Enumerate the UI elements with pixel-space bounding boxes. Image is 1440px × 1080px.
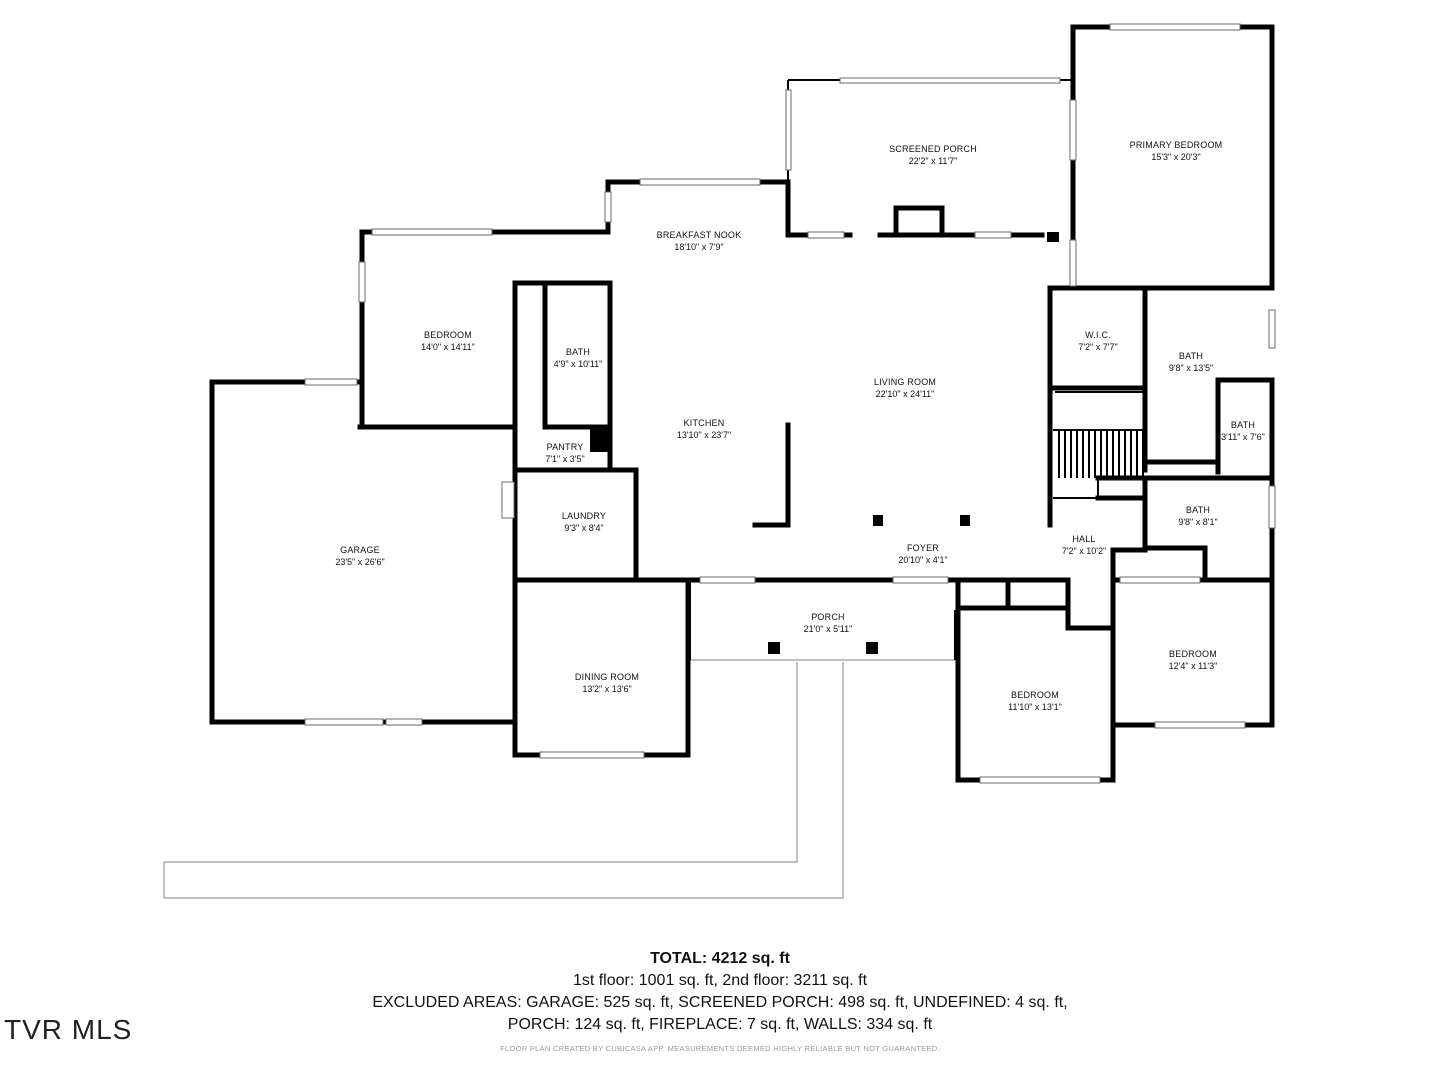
screened-porch-walls	[787, 79, 1073, 182]
bath-hall-dim: 9'8" x 8'1"	[1178, 517, 1217, 527]
foyer-name: FOYER	[907, 543, 939, 553]
bedroom-center-name: BEDROOM	[1011, 690, 1059, 700]
foyer-column-left	[873, 515, 883, 526]
bath-small-dim: 3'11" x 7'6"	[1221, 432, 1265, 442]
breakfast-nook-dim: 18'10" x 7'9"	[674, 242, 723, 252]
screened-porch-dim: 22'2" x 11'7"	[909, 156, 958, 166]
stairs	[1053, 391, 1145, 499]
bath-left-dim: 4'9" x 10'11"	[554, 359, 603, 369]
pantry-name: PANTRY	[547, 442, 584, 452]
excluded-areas-line-1: EXCLUDED AREAS: GARAGE: 525 sq. ft, SCRE…	[372, 994, 1068, 1011]
wic-name: W.I.C.	[1085, 330, 1111, 340]
bedroom-right-name: BEDROOM	[1169, 649, 1217, 659]
windows	[304, 23, 1276, 784]
living-room-dim: 22'10" x 24'11"	[876, 389, 935, 399]
bath-primary-dim: 9'8" x 13'5"	[1169, 363, 1213, 373]
hall-dim: 7'2" x 10'2"	[1062, 546, 1106, 556]
foyer-column-right	[960, 515, 970, 526]
laundry-name: LAUNDRY	[562, 511, 606, 521]
bath-primary-name: BATH	[1179, 351, 1203, 361]
wic-bath-walls	[1047, 285, 1275, 728]
living-room-name: LIVING ROOM	[874, 377, 936, 387]
bedroom-right-dim: 12'4" x 11'3"	[1169, 661, 1218, 671]
total-area: TOTAL: 4212 sq. ft	[650, 950, 790, 967]
driveway-outline	[163, 662, 844, 899]
porch-column-left	[768, 642, 780, 654]
excluded-areas-line-2: PORCH: 124 sq. ft, FIREPLACE: 7 sq. ft, …	[507, 1016, 933, 1033]
center-bedroom-walls	[955, 577, 1116, 783]
kitchen-dim: 13'10" x 23'7"	[677, 430, 731, 440]
bath-small-name: BATH	[1231, 420, 1255, 430]
hall-walls	[1095, 475, 1275, 583]
bedroom-center-dim: 11'10" x 13'1"	[1008, 702, 1062, 712]
primary-bedroom-dim: 15'3" x 20'3"	[1151, 152, 1200, 162]
bath-left-name: BATH	[566, 347, 590, 357]
pantry-laundry-walls	[512, 424, 693, 753]
pantry-dim: 7'1" x 3'5"	[545, 454, 584, 464]
floor-areas: 1st floor: 1001 sq. ft, 2nd floor: 3211 …	[572, 972, 868, 989]
screened-porch-name: SCREENED PORCH	[889, 144, 977, 154]
area-summary: TOTAL: 4212 sq. ft 1st floor: 1001 sq. f…	[0, 948, 1440, 1036]
foyer-dim: 20'10" x 4'1"	[898, 555, 947, 565]
laundry-dim: 9'3" x 8'4"	[564, 523, 603, 533]
dining-room-dim: 13'2" x 13'6"	[582, 684, 631, 694]
dining-room-name: DINING ROOM	[575, 672, 639, 682]
primary-bedroom-name: PRIMARY BEDROOM	[1130, 140, 1223, 150]
garage-name: GARAGE	[340, 545, 380, 555]
garage-dim: 23'5" x 26'6"	[335, 557, 384, 567]
bedroom-left-name: BEDROOM	[424, 330, 472, 340]
pantry-column	[590, 427, 610, 452]
right-bedroom-walls	[1110, 547, 1275, 728]
wic-dim: 7'2" x 7'7"	[1078, 342, 1117, 352]
bedroom-left-dim: 14'0" x 14'11"	[421, 342, 475, 352]
kitchen-name: KITCHEN	[684, 418, 725, 428]
porch-dim: 21'0" x 5'11"	[804, 624, 853, 634]
disclaimer-text: FLOOR PLAN CREATED BY CUBICASA APP. MEAS…	[500, 1044, 940, 1053]
bath-hall-name: BATH	[1186, 505, 1210, 515]
brand-watermark: TVR MLS	[4, 1014, 133, 1045]
hall-name: HALL	[1072, 534, 1095, 544]
dining-room-walls	[512, 577, 691, 758]
fireplace-walls	[877, 205, 1045, 238]
porch-column-right	[866, 642, 878, 654]
breakfast-nook-name: BREAKFAST NOOK	[657, 230, 742, 240]
fireplace-block	[1047, 232, 1059, 242]
porch-name: PORCH	[811, 612, 845, 622]
